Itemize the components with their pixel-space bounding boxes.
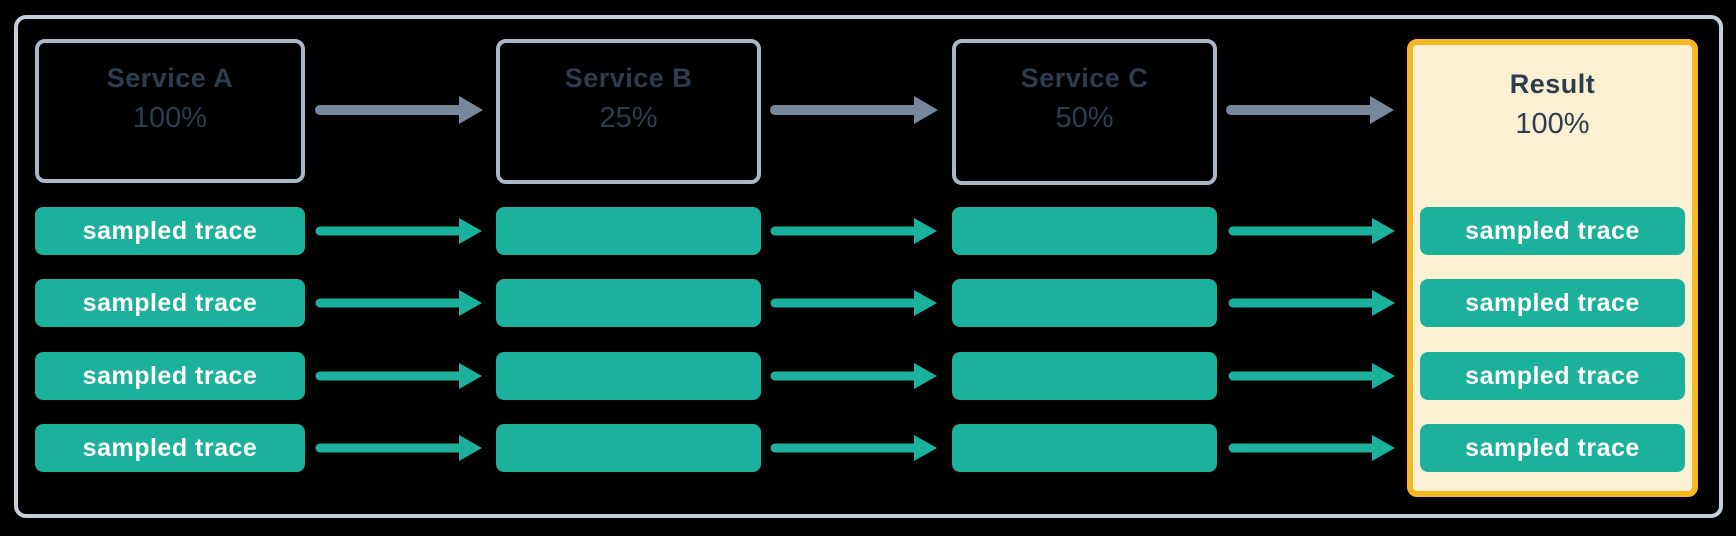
- node-label: Result: [1509, 69, 1596, 99]
- trace-bar: sampled trace: [1420, 424, 1685, 472]
- trace-arrow: [1228, 363, 1395, 389]
- trace-arrow: [770, 363, 937, 389]
- trace-bar: [952, 207, 1217, 255]
- trace-bar: [496, 207, 761, 255]
- trace-bar: [496, 424, 761, 472]
- trace-arrow: [1228, 290, 1395, 316]
- trace-bar: [952, 424, 1217, 472]
- node-label: Service C: [1020, 63, 1149, 93]
- node-value: 25%: [599, 102, 658, 134]
- arrow-service-b-to-c: [770, 96, 938, 124]
- node-service-a: Service A 100%: [35, 39, 305, 183]
- node-label: Service A: [106, 63, 234, 93]
- node-value: 100%: [1515, 108, 1590, 140]
- trace-bar-label: sampled trace: [1465, 433, 1640, 462]
- trace-arrow: [1228, 435, 1395, 461]
- trace-bar-label: sampled trace: [82, 288, 258, 317]
- diagram-frame: [14, 15, 1723, 518]
- trace-arrow: [315, 435, 482, 461]
- trace-bar: [496, 352, 761, 400]
- trace-bar-label: sampled trace: [82, 361, 258, 390]
- trace-bar-label: sampled trace: [1465, 361, 1640, 390]
- trace-bar-label: sampled trace: [82, 433, 258, 462]
- trace-bar: sampled trace: [35, 352, 305, 400]
- trace-bar: sampled trace: [1420, 207, 1685, 255]
- trace-bar: [952, 279, 1217, 327]
- trace-bar-label: sampled trace: [1465, 216, 1640, 245]
- trace-arrow: [315, 290, 482, 316]
- node-service-b: Service B 25%: [496, 39, 761, 184]
- node-value: 100%: [132, 102, 208, 134]
- arrow-service-a-to-b: [315, 96, 483, 124]
- trace-bar: [496, 279, 761, 327]
- trace-arrow: [1228, 218, 1395, 244]
- node-service-c: Service C 50%: [952, 39, 1217, 185]
- trace-bar-label: sampled trace: [82, 216, 258, 245]
- trace-bar: [952, 352, 1217, 400]
- trace-bar: sampled trace: [35, 279, 305, 327]
- trace-arrow: [315, 363, 482, 389]
- trace-arrow: [770, 218, 937, 244]
- trace-arrow: [315, 218, 482, 244]
- node-value: 50%: [1055, 102, 1114, 134]
- trace-arrow: [770, 435, 937, 461]
- trace-bar: sampled trace: [1420, 279, 1685, 327]
- trace-bar: sampled trace: [35, 424, 305, 472]
- node-result: Result 100%: [1407, 39, 1698, 497]
- trace-bar-label: sampled trace: [1465, 288, 1640, 317]
- trace-bar: sampled trace: [35, 207, 305, 255]
- trace-arrow: [770, 290, 937, 316]
- trace-bar: sampled trace: [1420, 352, 1685, 400]
- node-label: Service B: [564, 63, 693, 93]
- arrow-service-c-to-result: [1226, 96, 1394, 124]
